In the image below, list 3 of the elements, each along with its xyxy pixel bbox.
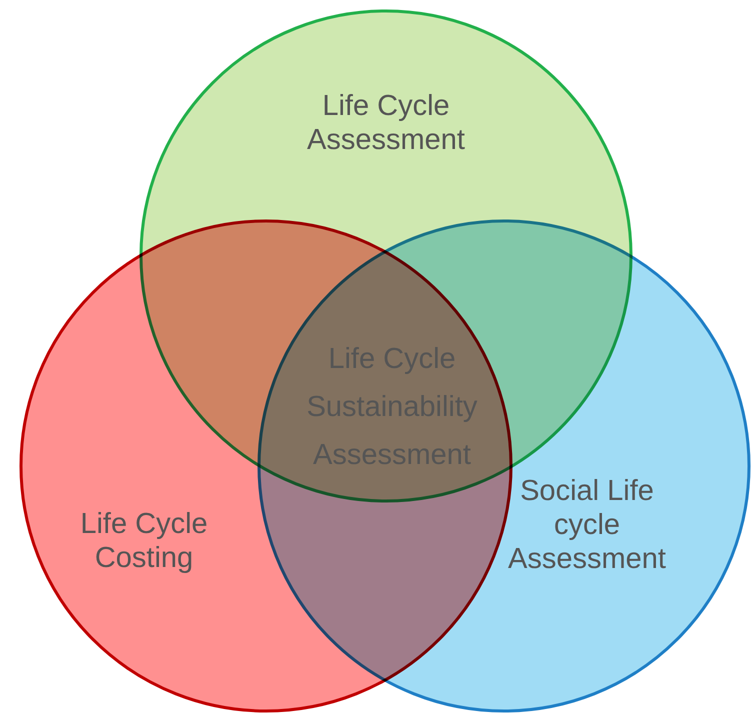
- set-label: Life Cycle Assessment: [306, 89, 466, 157]
- set-label: Life Cycle Costing: [79, 507, 209, 575]
- set-label: Social Life cycle Assessment: [507, 474, 667, 576]
